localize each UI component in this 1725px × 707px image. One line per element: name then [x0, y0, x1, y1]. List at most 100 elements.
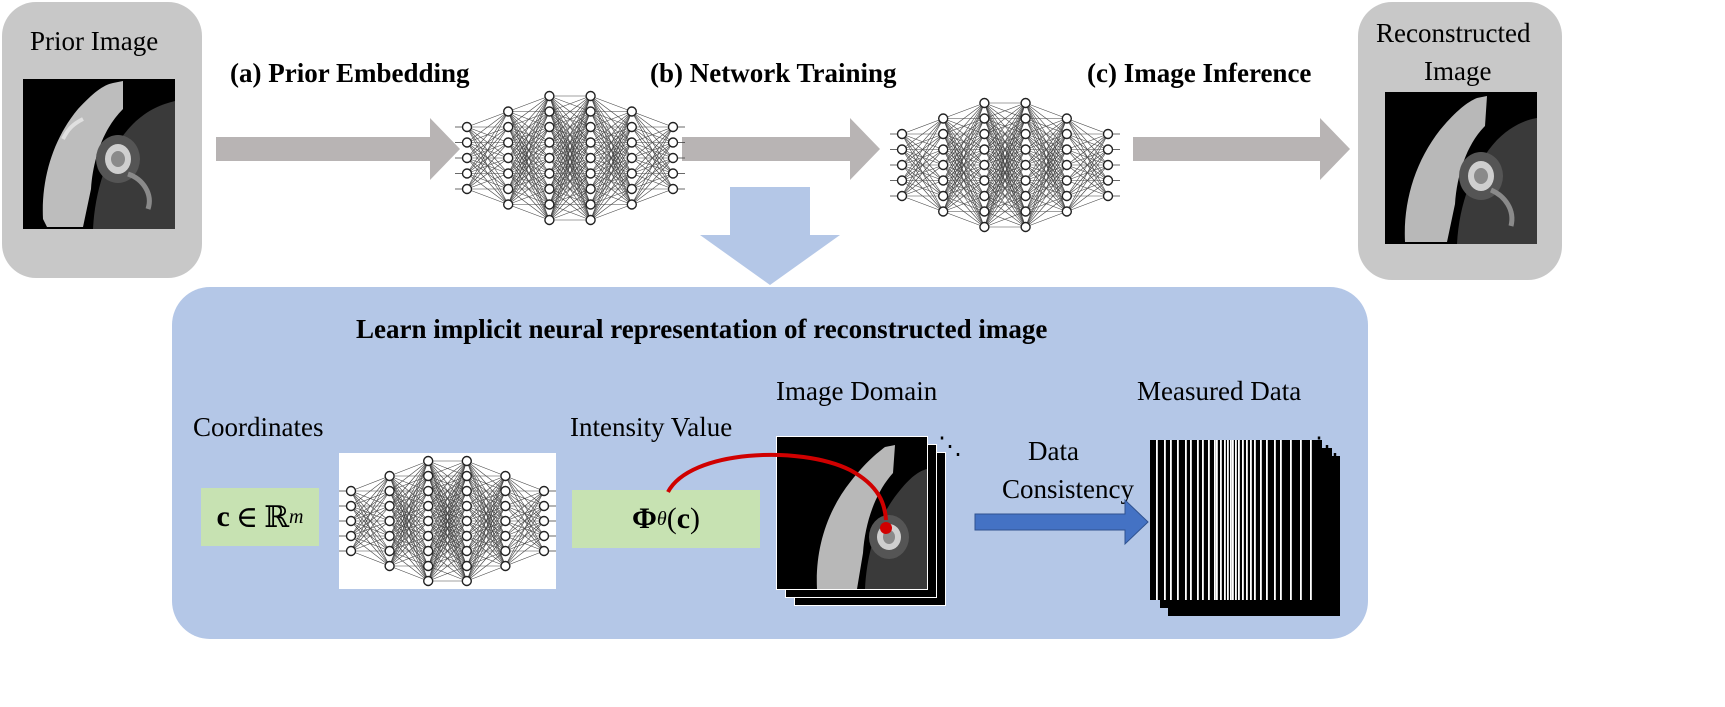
network-node: [667, 168, 679, 179]
network-node: [585, 168, 596, 179]
network-node: [1061, 159, 1073, 171]
network-node: [461, 485, 473, 497]
network-node: [422, 470, 434, 482]
network-node: [896, 159, 908, 171]
network-node: [1102, 190, 1114, 202]
prior-mri-image: [23, 79, 175, 229]
network-node: [1061, 128, 1073, 140]
network-node: [1020, 144, 1031, 155]
inr-title: Learn implicit neural representation of …: [356, 314, 1048, 344]
network-node: [938, 113, 949, 124]
data-consistency-arrow: [974, 498, 1149, 546]
network-node: [384, 470, 395, 482]
network-node: [1020, 159, 1031, 171]
reconstructed-label-line2: Image: [1424, 56, 1492, 86]
network-node: [667, 183, 679, 195]
coordinates-label: Coordinates: [193, 412, 324, 442]
network-node: [1061, 190, 1073, 202]
network-node: [461, 575, 473, 587]
paren-open: (: [666, 502, 677, 535]
network-node: [422, 530, 434, 542]
network-node: [503, 168, 514, 179]
network-node: [938, 144, 949, 155]
network-node: [667, 137, 679, 148]
network-node: [500, 545, 511, 557]
network-node: [544, 121, 555, 133]
network-node: [461, 545, 473, 557]
network-node: [422, 500, 434, 512]
intensity-expression-box: Φ θ ( c ): [572, 490, 760, 548]
coord-symbol-c: c: [216, 500, 230, 533]
coord-symbol-in: ∈: [235, 500, 259, 534]
network-node: [667, 121, 679, 133]
prior-image-label: Prior Image: [30, 26, 159, 56]
measured-data-ellipsis: ⋱: [1315, 434, 1339, 460]
network-node: [538, 500, 550, 512]
network-node: [345, 515, 357, 527]
network-node: [585, 183, 596, 195]
network-node: [500, 515, 511, 527]
network-node: [544, 137, 555, 148]
network-node: [345, 500, 357, 512]
network-node: [979, 159, 990, 171]
intensity-c: c: [676, 502, 691, 535]
network-node: [461, 470, 473, 482]
measured-data-label: Measured Data: [1137, 376, 1302, 406]
intensity-value-label: Intensity Value: [570, 412, 733, 442]
network-node: [345, 530, 357, 542]
image-domain-label: Image Domain: [776, 376, 938, 406]
network-node: [544, 152, 555, 164]
network-node: [585, 137, 596, 148]
network-node: [585, 214, 596, 226]
step-c-label: (c) Image Inference: [1087, 58, 1312, 88]
coordinate-expression-box: c ∈ ℝ m: [201, 488, 319, 546]
network-node: [938, 206, 949, 217]
network-node: [585, 90, 596, 102]
paren-close: ): [690, 502, 701, 535]
network-node: [422, 560, 434, 572]
network-node: [345, 485, 357, 497]
step-b-label: (b) Network Training: [650, 58, 897, 88]
network-node: [979, 128, 990, 140]
network-node: [461, 560, 473, 572]
network-node: [461, 137, 473, 148]
network-node: [461, 152, 473, 164]
network-node: [384, 515, 395, 527]
network-node: [500, 485, 511, 497]
phi-symbol: Φ: [631, 502, 657, 535]
network-node: [1102, 144, 1114, 155]
network-node: [503, 183, 514, 195]
step-a-label: (a) Prior Embedding: [230, 58, 470, 88]
network-node: [1020, 190, 1031, 202]
network-node: [503, 152, 514, 164]
gray-arrow-c: [1133, 118, 1350, 180]
network-node: [626, 106, 638, 117]
network-node: [503, 106, 514, 117]
network-node: [626, 121, 638, 133]
blue-down-arrow: [700, 187, 840, 285]
gray-arrow-a: [216, 118, 460, 180]
network-node: [626, 183, 638, 195]
network-node: [979, 206, 990, 217]
network-node: [585, 152, 596, 164]
network-node: [1102, 159, 1114, 171]
network-node: [626, 137, 638, 148]
network-node: [544, 199, 555, 210]
data-consistency-line2: Consistency: [1002, 474, 1134, 504]
network-node: [461, 515, 473, 527]
network-node: [979, 144, 990, 155]
data-consistency-line1: Data: [1028, 436, 1079, 466]
network-node: [461, 121, 473, 133]
network-node: [938, 128, 949, 140]
network-node: [544, 183, 555, 195]
network-node: [345, 545, 357, 557]
network-node: [384, 545, 395, 557]
network-node: [626, 168, 638, 179]
network-node: [538, 515, 550, 527]
network-node: [500, 560, 511, 572]
image-domain-ellipsis: ⋱: [938, 434, 962, 460]
theta-symbol: θ: [656, 507, 667, 530]
network-node: [384, 530, 395, 542]
network-node: [667, 152, 679, 164]
network-node: [938, 190, 949, 202]
